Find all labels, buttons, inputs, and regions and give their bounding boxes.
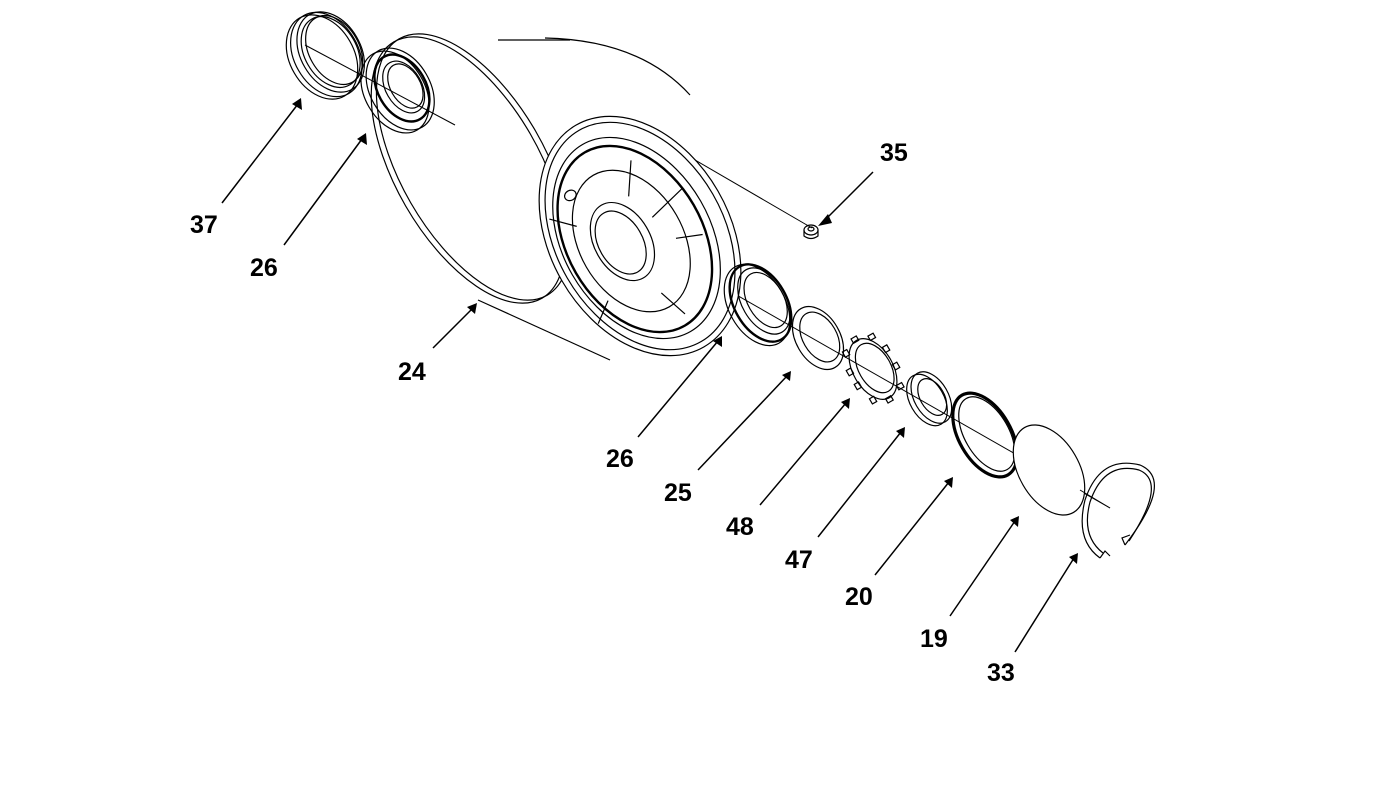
grease-fitting-part xyxy=(803,224,819,240)
callout-37: 37 xyxy=(190,211,218,239)
leader-lines xyxy=(221,98,1078,653)
rear-bearing-part xyxy=(360,47,435,134)
callout-33: 33 xyxy=(987,659,1015,687)
leader-19 xyxy=(949,520,1016,617)
callout-20: 20 xyxy=(845,583,873,611)
callout-labels: 37 26 24 35 26 25 48 47 20 19 33 xyxy=(190,139,1015,687)
hub-drum-part xyxy=(370,33,742,361)
leader-48 xyxy=(759,402,847,506)
cap-part xyxy=(1012,424,1086,516)
callout-26-front: 26 xyxy=(606,445,634,473)
callout-47: 47 xyxy=(785,546,813,574)
callout-19: 19 xyxy=(920,625,948,653)
callout-26-rear: 26 xyxy=(250,254,278,282)
leader-47 xyxy=(817,431,902,538)
callout-48: 48 xyxy=(726,513,754,541)
leader-25 xyxy=(697,375,788,471)
lock-washer-part xyxy=(841,332,905,405)
callout-24: 24 xyxy=(398,358,426,386)
retaining-ring-part xyxy=(1081,462,1155,559)
leader-24 xyxy=(432,308,473,349)
leader-26-rear xyxy=(283,138,363,246)
o-ring-part xyxy=(951,391,1019,479)
washer-part xyxy=(791,305,845,371)
seal-part xyxy=(285,11,365,100)
leader-37 xyxy=(221,103,299,204)
leader-20 xyxy=(874,481,950,576)
callout-35: 35 xyxy=(880,139,908,167)
spindle-nut-part xyxy=(906,371,953,427)
leader-35 xyxy=(824,171,874,221)
leader-33 xyxy=(1014,557,1075,653)
front-bearing-part xyxy=(723,263,793,347)
leader-26-front xyxy=(637,340,719,438)
callout-25: 25 xyxy=(664,479,692,507)
